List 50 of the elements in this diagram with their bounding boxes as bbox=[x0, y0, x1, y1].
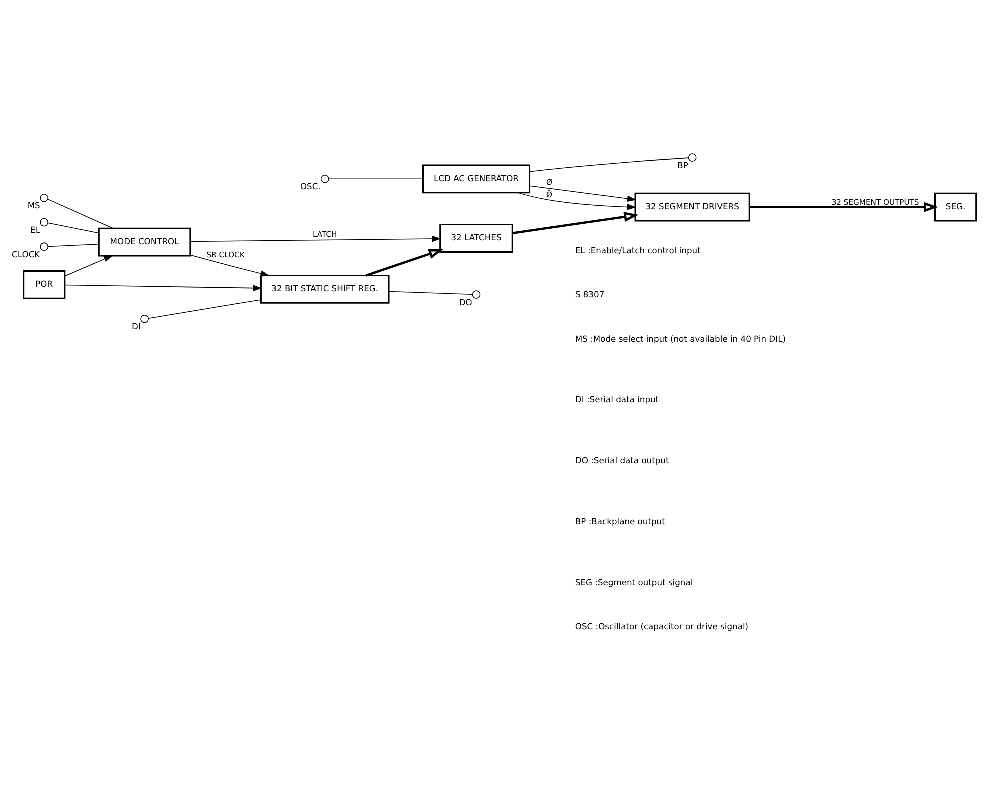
connector bbox=[148, 300, 262, 319]
node-label: BP bbox=[678, 160, 688, 170]
connector bbox=[48, 222, 100, 234]
arrow bbox=[366, 249, 444, 277]
node-circle bbox=[472, 290, 481, 299]
node-box: 32 SEGMENT DRIVERS bbox=[634, 192, 750, 222]
node-label: OSC. bbox=[300, 182, 321, 192]
label: S 8307 bbox=[575, 290, 605, 300]
node-circle bbox=[688, 154, 697, 162]
node-label: CLOCK bbox=[12, 249, 40, 260]
edge-label: 32 SEGMENT OUTPUTS bbox=[832, 198, 920, 208]
edge-label: LATCH bbox=[312, 230, 338, 239]
node-circle bbox=[40, 218, 49, 227]
node-label: DI bbox=[132, 322, 141, 332]
edge-label: SR CLOCK bbox=[206, 250, 245, 260]
node-label: MS bbox=[28, 200, 40, 211]
arrow bbox=[512, 212, 639, 234]
label: OSC :Oscillator (capacitor or drive signal) bbox=[575, 621, 749, 632]
connector bbox=[388, 291, 473, 296]
node-box: POR bbox=[23, 270, 66, 300]
connector bbox=[48, 244, 100, 248]
node-label: DO bbox=[459, 297, 472, 308]
connector bbox=[48, 199, 114, 229]
arrow bbox=[190, 236, 442, 242]
edge-label: Ø̄ bbox=[546, 190, 553, 200]
arrow bbox=[190, 254, 270, 277]
node-box: 32 BIT STATIC SHIFT REG. bbox=[260, 275, 390, 304]
connector bbox=[529, 158, 690, 172]
node-circle bbox=[40, 194, 49, 202]
label: BP :Backplane output bbox=[575, 516, 666, 526]
arrow bbox=[518, 192, 636, 210]
label: DO :Serial data output bbox=[575, 456, 670, 466]
node-box: SEG. bbox=[934, 192, 978, 222]
node-label: EL bbox=[30, 225, 41, 236]
connector bbox=[328, 178, 424, 180]
label: SEG :Segment output signal bbox=[575, 577, 694, 588]
node-circle bbox=[140, 314, 149, 324]
arrow bbox=[750, 202, 938, 212]
node-box: MODE CONTROL bbox=[98, 228, 192, 257]
node-circle bbox=[40, 242, 49, 252]
label: EL :Enable/Latch control input bbox=[575, 246, 701, 256]
node-box: 32 LATCHES bbox=[440, 224, 514, 253]
arrow bbox=[64, 284, 262, 292]
label: DI :Serial data input bbox=[575, 394, 660, 405]
node-box: LCD AC GENERATOR bbox=[422, 164, 531, 194]
arrow bbox=[64, 256, 114, 277]
label: MS :Mode select input (not available in 40 Pin DIL) bbox=[575, 334, 786, 344]
arrow bbox=[530, 186, 637, 202]
edge-label: Ø bbox=[546, 178, 553, 188]
node-circle bbox=[320, 174, 330, 184]
